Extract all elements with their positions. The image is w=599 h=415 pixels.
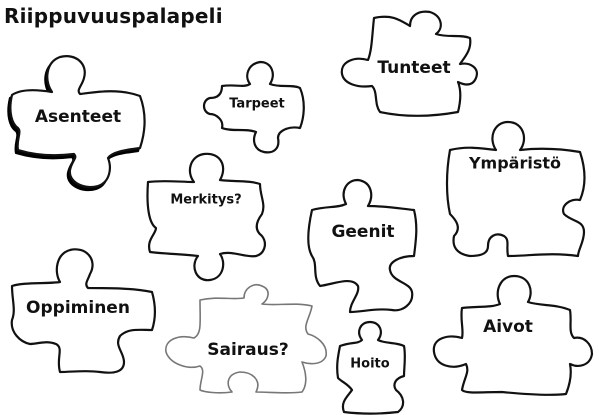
piece-label-hoito: Hoito xyxy=(350,357,389,372)
puzzle-piece-aivot[interactable]: Aivot xyxy=(432,274,594,396)
puzzle-piece-tunteet[interactable]: Tunteet xyxy=(340,10,478,117)
puzzle-piece-asenteet[interactable]: Asenteet xyxy=(9,55,146,189)
puzzle-piece-tarpeet[interactable]: Tarpeet xyxy=(202,60,305,154)
puzzle-piece-oppiminen[interactable]: Oppiminen xyxy=(10,248,157,374)
piece-label-ymparisto: Ympäristö xyxy=(468,154,561,173)
piece-label-oppiminen: Oppiminen xyxy=(26,298,130,318)
piece-label-sairaus: Sairaus? xyxy=(207,340,288,360)
page-title: Riippuvuuspalapeli xyxy=(4,4,223,28)
puzzle-piece-hoito[interactable]: Hoito xyxy=(336,320,406,415)
puzzle-piece-merkitys[interactable]: Merkitys? xyxy=(146,152,266,282)
piece-label-tunteet: Tunteet xyxy=(377,58,450,78)
puzzle-piece-sairaus[interactable]: Sairaus? xyxy=(165,283,327,394)
piece-label-tarpeet: Tarpeet xyxy=(229,97,285,112)
puzzle-piece-ymparisto[interactable]: Ympäristö xyxy=(445,120,586,258)
piece-label-merkitys: Merkitys? xyxy=(170,193,241,208)
puzzle-piece-geenit[interactable]: Geenit xyxy=(307,178,418,314)
piece-label-geenit: Geenit xyxy=(331,222,394,242)
piece-label-asenteet: Asenteet xyxy=(35,107,121,127)
piece-label-aivot: Aivot xyxy=(483,317,533,337)
